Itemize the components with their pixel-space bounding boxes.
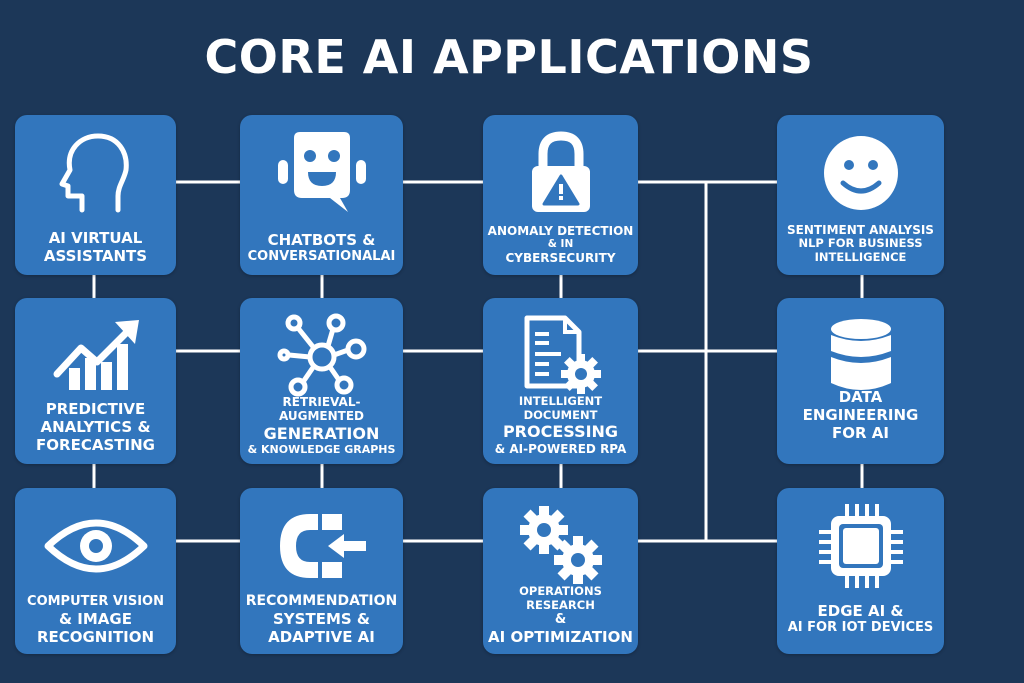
network-graph-icon	[240, 312, 403, 400]
card-label: EDGE AI &AI FOR IOT DEVICES	[787, 602, 934, 636]
microchip-icon	[777, 502, 944, 590]
card-chatbots: CHATBOTS &CONVERSATIONALAI	[240, 115, 403, 275]
gears-icon	[483, 502, 638, 590]
magnet-icon	[240, 502, 403, 590]
robot-chat-icon	[240, 129, 403, 217]
growth-chart-icon	[15, 312, 176, 400]
database-icon	[777, 312, 944, 400]
smiley-face-icon	[777, 129, 944, 217]
card-label: OPERATIONS RESEARCH&AI OPTIMIZATION	[488, 583, 633, 646]
card-operations-research: OPERATIONS RESEARCH&AI OPTIMIZATION	[483, 488, 638, 654]
head-profile-icon	[15, 129, 176, 217]
eye-icon	[15, 502, 176, 590]
document-gear-icon	[483, 312, 638, 400]
card-edge-ai: EDGE AI &AI FOR IOT DEVICES	[777, 488, 944, 654]
lock-warning-icon	[483, 129, 638, 217]
card-label: CHATBOTS &CONVERSATIONALAI	[247, 231, 396, 265]
diagram-title: CORE AI APPLICATIONS	[204, 30, 814, 84]
